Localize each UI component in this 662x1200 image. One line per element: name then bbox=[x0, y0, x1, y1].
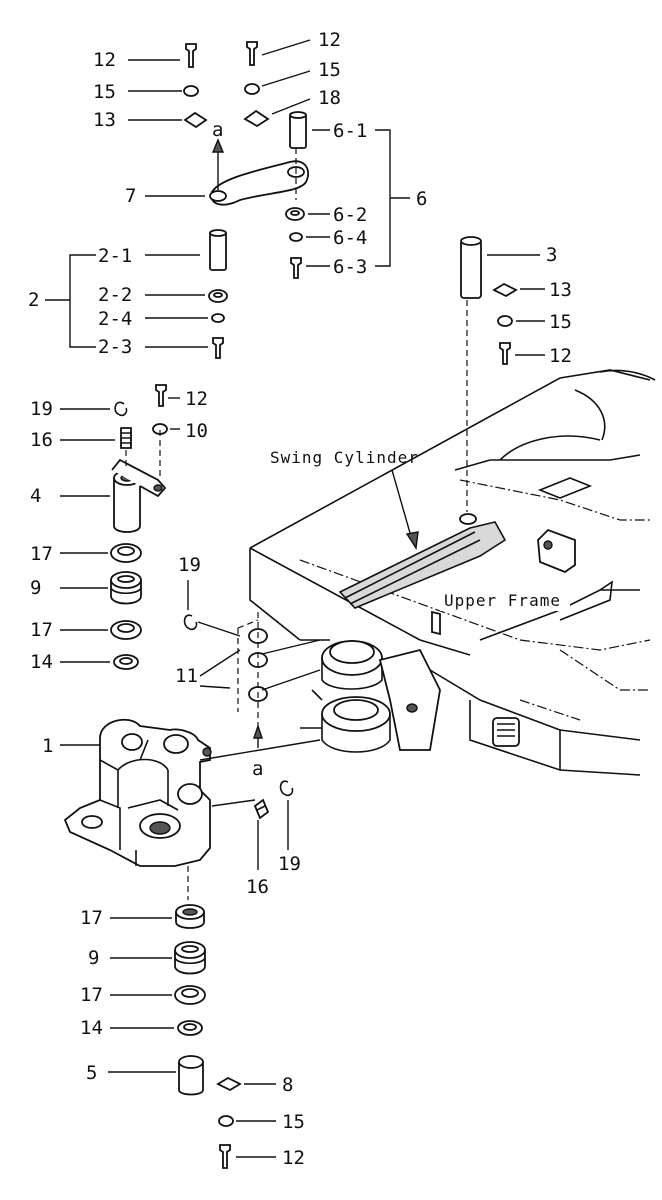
label-12-bottom: 12 bbox=[282, 1147, 305, 1169]
label-19-mid: 19 bbox=[178, 554, 201, 576]
label-6-2: 6-2 bbox=[333, 204, 367, 226]
label-12-mid: 12 bbox=[185, 388, 208, 410]
label-15-right: 15 bbox=[549, 311, 572, 333]
label-19-lower: 19 bbox=[278, 853, 301, 875]
swing-cylinder-callout: Swing Cylinder bbox=[270, 448, 419, 551]
label-4: 4 bbox=[30, 485, 41, 507]
label-8: 8 bbox=[282, 1074, 293, 1096]
upper-frame-caption: Upper Frame bbox=[444, 591, 561, 610]
label-14-b: 14 bbox=[80, 1017, 103, 1039]
upper-bushing-stack: 17 9 17 14 bbox=[30, 543, 142, 673]
label-2-2: 2-2 bbox=[98, 284, 132, 306]
top-right-hardware: 12 15 18 bbox=[243, 29, 341, 128]
swing-cylinder-caption: Swing Cylinder bbox=[270, 448, 419, 467]
upper-frame-callout: Upper Frame bbox=[440, 589, 570, 611]
label-15-top-left: 15 bbox=[93, 81, 116, 103]
label-6-1: 6-1 bbox=[333, 120, 367, 142]
lower-bushing-stack: 17 9 17 14 bbox=[80, 904, 206, 1039]
label-16-lower: 16 bbox=[246, 876, 269, 898]
label-12-top-right: 12 bbox=[318, 29, 341, 51]
arrow-a-top-label: a bbox=[212, 119, 223, 141]
label-17-a: 17 bbox=[30, 543, 53, 565]
label-9-a: 9 bbox=[30, 577, 41, 599]
label-17-d: 17 bbox=[80, 984, 103, 1006]
label-5: 5 bbox=[86, 1062, 97, 1084]
label-17-b: 17 bbox=[30, 619, 53, 641]
label-12-right: 12 bbox=[549, 345, 572, 367]
link-arm-6-assembly: 6-1 6-2 6-4 6-3 6 7 a bbox=[125, 111, 427, 279]
pin-4-assembly: 19 12 10 16 4 bbox=[30, 384, 208, 533]
label-13-top-left: 13 bbox=[93, 109, 116, 131]
label-6: 6 bbox=[416, 188, 427, 210]
shim-11-group: 19 11 a bbox=[175, 554, 321, 780]
label-18: 18 bbox=[318, 87, 341, 109]
label-19-upper: 19 bbox=[30, 398, 53, 420]
upper-frame-structure bbox=[249, 369, 656, 776]
label-11: 11 bbox=[175, 665, 198, 687]
label-2: 2 bbox=[28, 289, 39, 311]
pin-5-assembly: 5 8 15 12 bbox=[86, 1055, 305, 1169]
lower-fittings: 16 19 bbox=[246, 780, 301, 898]
label-1: 1 bbox=[42, 735, 53, 757]
label-9-b: 9 bbox=[88, 947, 99, 969]
pin-3-assembly: 3 13 15 12 bbox=[459, 236, 572, 525]
label-2-3: 2-3 bbox=[98, 336, 132, 358]
label-2-4: 2-4 bbox=[98, 308, 132, 330]
label-3: 3 bbox=[546, 244, 557, 266]
label-17-c: 17 bbox=[80, 907, 103, 929]
label-7: 7 bbox=[125, 185, 136, 207]
label-12-top-left: 12 bbox=[93, 49, 116, 71]
label-13-right: 13 bbox=[549, 279, 572, 301]
label-6-3: 6-3 bbox=[333, 256, 367, 278]
label-16-upper: 16 bbox=[30, 429, 53, 451]
label-15-bottom: 15 bbox=[282, 1111, 305, 1133]
label-14-a: 14 bbox=[30, 651, 53, 673]
label-6-4: 6-4 bbox=[333, 227, 367, 249]
arrow-a-bottom-label: a bbox=[252, 758, 263, 780]
swing-bracket-1: 1 bbox=[42, 718, 321, 900]
label-15-top-right: 15 bbox=[318, 59, 341, 81]
top-left-hardware: 12 15 13 bbox=[93, 43, 208, 131]
pin-2-assembly: 2-1 2-2 2-4 2-3 2 bbox=[28, 229, 228, 359]
label-10: 10 bbox=[185, 420, 208, 442]
label-2-1: 2-1 bbox=[98, 245, 132, 267]
